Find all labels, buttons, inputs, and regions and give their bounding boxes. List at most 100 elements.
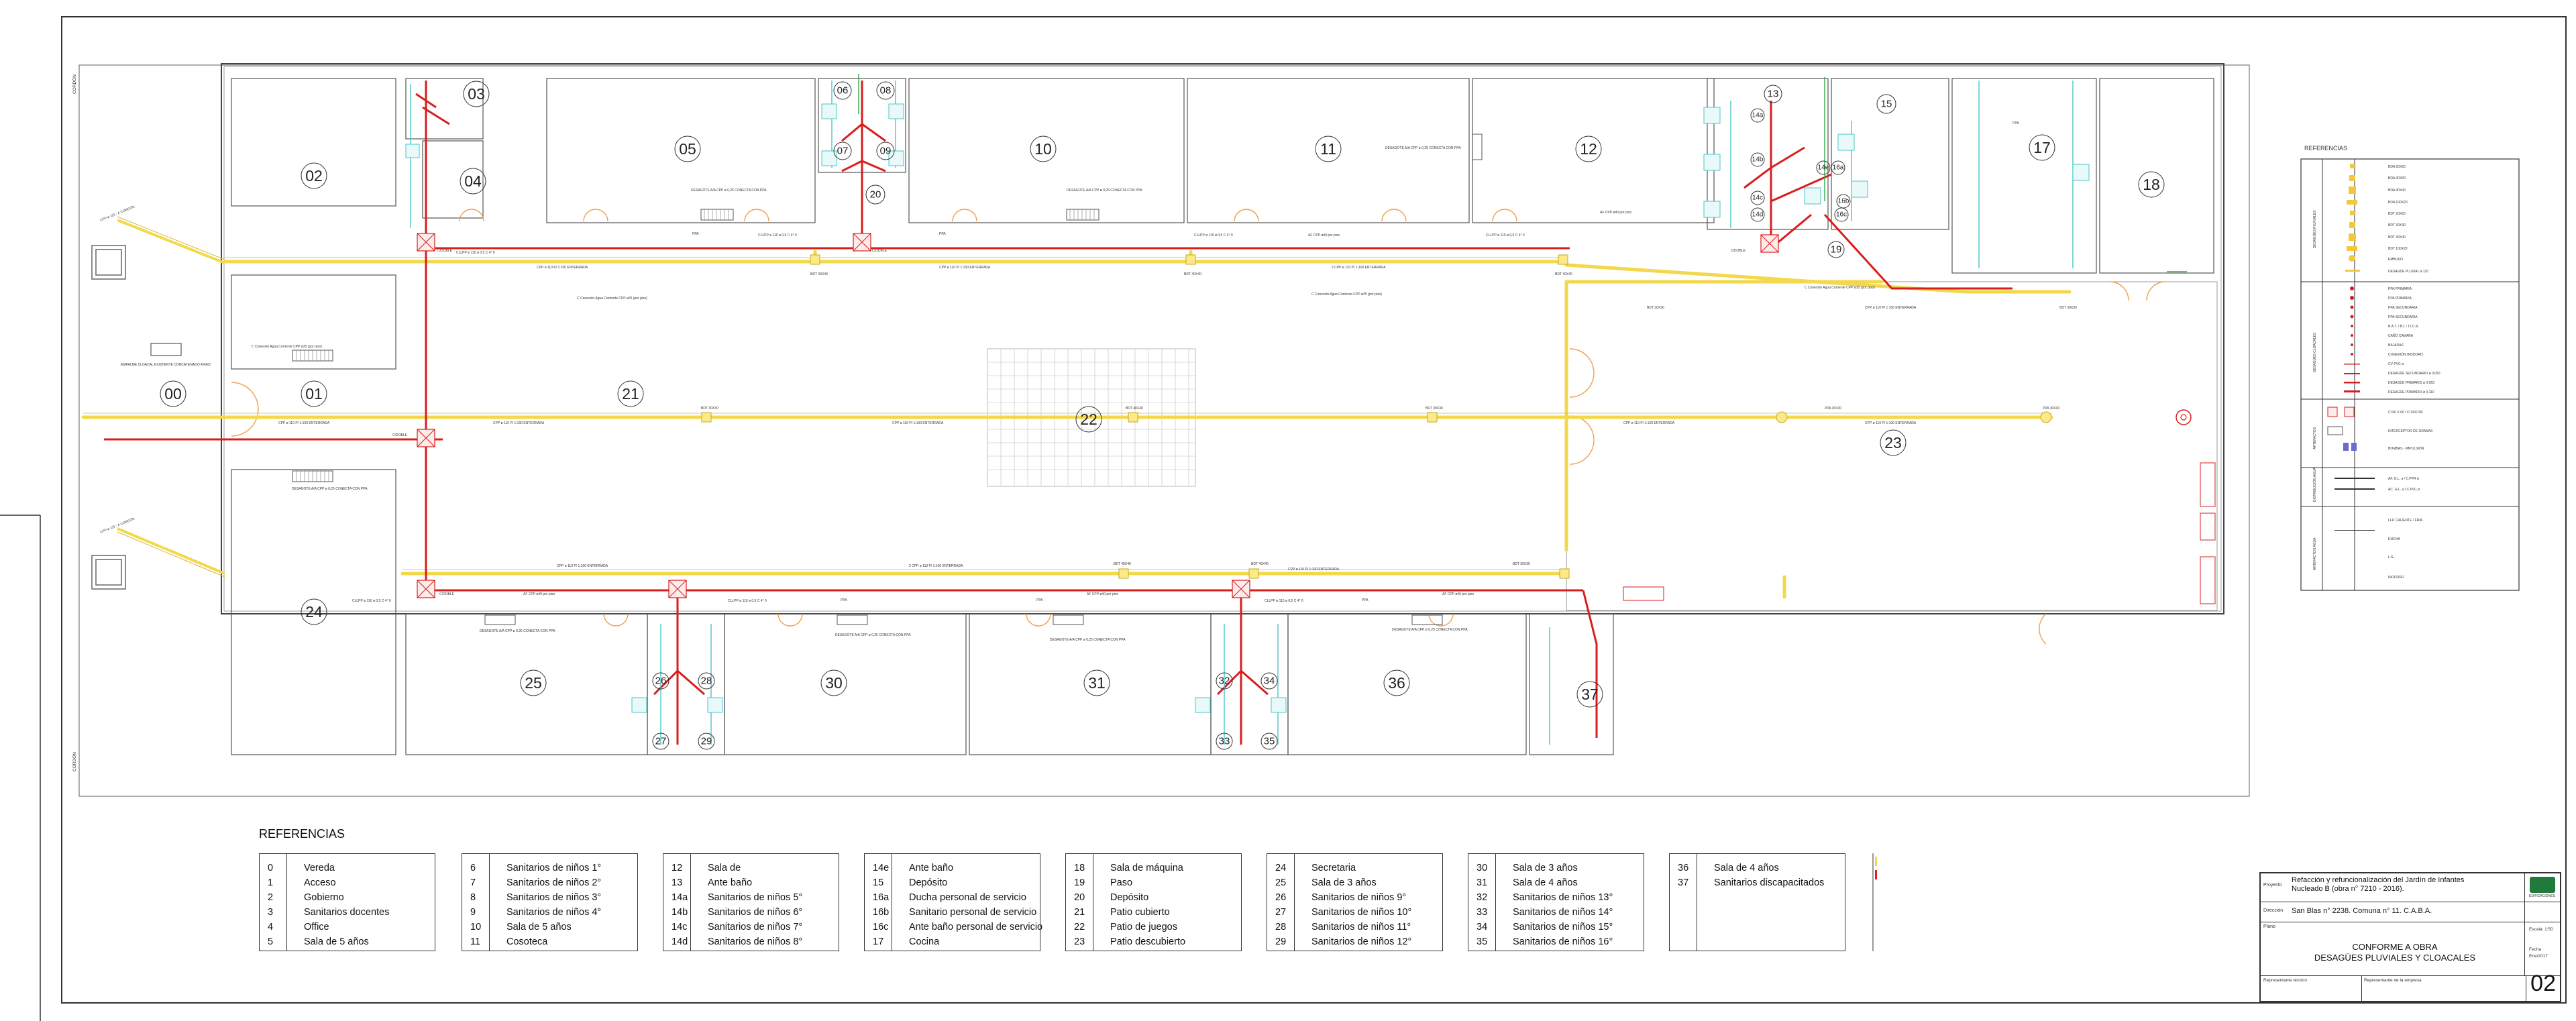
water-note: C Conexión Agua Corriente CPP ø25 (por p… [252, 345, 322, 349]
room-label-16c: 16c [1836, 211, 1847, 219]
company-logo-text: EDIFICACIONES [2529, 894, 2555, 898]
pipe-annotations: CPP ø 110 P/ 1:100 ENTERRADA CPP ø 110 P… [99, 121, 2077, 642]
legend-item: PPA SECUNDARIA [2388, 306, 2418, 310]
legend-item: CONEXIÓN INODORO [2388, 352, 2423, 357]
building-outline-inner [223, 66, 2222, 612]
green-lines [858, 74, 2187, 272]
room-label-02: 02 [305, 167, 323, 184]
room-label-37: 37 [1581, 686, 1599, 703]
cloacal-note: CLLPP ø 110 ø 0,5 C 4° 0 [1486, 233, 1525, 237]
room-label-14e: 14e [1818, 164, 1829, 172]
room-label-11: 11 [1320, 140, 1336, 158]
plan-label: Plano [2263, 924, 2275, 929]
rep-empresa-cell: Representante de la empresa [2361, 975, 2526, 1002]
title-block-address-row: Dirección San Blas n° 2238. Comuna n° 11… [2261, 902, 2560, 922]
ppa-note: PPA [1362, 598, 1368, 602]
branch-note: AF CPP ø40 por piso [1442, 592, 1474, 596]
room-37 [1529, 613, 1614, 755]
pluvial-note: CPP ø 110 P/ 1:100 ENTERRADA [939, 266, 991, 270]
pluvial-note: CPP ø 110 P/ 1:100 ENTERRADA [557, 564, 608, 568]
room-label-06: 06 [837, 85, 849, 97]
branch-note: AF CPP ø40 por piso [523, 592, 555, 596]
cloacal-note: CLLPP ø 110 ø 0,5 C 4° 0 [1194, 233, 1233, 237]
legend-item: CAÑO CAMARA [2388, 333, 2414, 338]
room-label-27: 27 [655, 736, 667, 747]
legend-item: B.A.T. / B.I. / T.I.C.R. [2388, 325, 2419, 329]
drain-note: DESAGOTE A/A CPP ø 0,25 CONECTA CON PPA [1392, 628, 1468, 632]
room-label-05: 05 [679, 140, 696, 158]
room-label-20: 20 [870, 189, 881, 201]
legend-text: REFERENCIAS DESAGÜES PLUVIALES DESAGÜES … [2304, 145, 2440, 580]
street-label: CORDÓN [71, 752, 77, 771]
pluvial-note: CPP ø 110 P/ 1:100 ENTERRADA [892, 421, 944, 425]
room-numbers: 00 01 02 03 04 05 06 07 08 09 10 11 12 1… [164, 85, 2160, 747]
room-label-34: 34 [1264, 676, 1275, 687]
legend-item: PPA PRIMARIA [2388, 297, 2412, 301]
grate-lines [296, 209, 1095, 482]
pluvial-edges [83, 257, 2051, 570]
bdt-note: BDT 40X40 [810, 272, 828, 276]
legend-item: INODORO [2388, 576, 2404, 580]
title-block-project-row: Proyecto Refacción y refuncionalización … [2261, 873, 2560, 902]
plan-title-line2: DESAGÜES PLUVIALES Y CLOACALES [2314, 953, 2476, 963]
cd-note: C/DOBLE [1731, 249, 1746, 253]
room-label-25: 25 [525, 674, 542, 692]
date-value: Ene/2017 [2529, 954, 2548, 959]
cloacal-note: CLLPP ø 110 ø 0,5 C 4° 0 [758, 233, 797, 237]
company-logo [2530, 877, 2555, 893]
scale-label: Escala: 1:50 [2529, 927, 2553, 932]
legend-item: AF. G.L. a / C.PPR ø [2388, 477, 2419, 481]
drain-note: DESAGOTE A/A CPP ø 0,25 CONECTA CON PPA [835, 633, 911, 637]
ppa-note: PPA [1036, 598, 1043, 602]
room-label-32: 32 [1219, 676, 1230, 687]
room-label-10: 10 [1034, 140, 1052, 158]
legend-item: BDT 100X20 [2388, 247, 2408, 251]
room-label-08: 08 [880, 85, 892, 97]
rep-empresa-label: Representante de la empresa [2364, 978, 2422, 983]
legend-item: DESAGÜE SECUNDARIO ø 0,050 [2388, 371, 2440, 376]
address-label: Dirección [2263, 908, 2284, 913]
bdt-note: BDT 40X40 [1126, 407, 1143, 411]
date-label: Fecha [2529, 947, 2542, 952]
room-label-35: 35 [1264, 736, 1275, 747]
cloacal-note: CLLPP ø 110 ø 0,5 C 4° 0 [728, 599, 767, 603]
cd-note: C/DOBLE [439, 592, 455, 596]
ppa-note: PPA 30X30 [1825, 407, 1841, 411]
room-label-15: 15 [1881, 99, 1892, 110]
vereda-note: CPP ø 110 - A CORDÓN [99, 205, 136, 223]
room-label-01: 01 [305, 385, 323, 402]
legend-graphics [2300, 158, 2520, 591]
empalme-note: EMPALME CLOACAL EXISTENTE CONCATENADO A … [121, 363, 211, 367]
pluvial-note: CPP ø 110 P/ 1:100 ENTERRADA [1865, 421, 1917, 425]
room-label-09: 09 [880, 146, 892, 157]
room-label-18: 18 [2143, 176, 2160, 193]
room-label-14c: 14c [1752, 195, 1763, 202]
cloacal-note: CLLPP ø 110 ø 0,5 C 4° 0 [352, 599, 391, 603]
pluvial-note: CPP ø 110 P/ 1:100 ENTERRADA [493, 421, 545, 425]
cd-note: C/DOBLE [437, 249, 453, 253]
project-name: Refacción y refuncionalización del Jardí… [2292, 876, 2465, 893]
